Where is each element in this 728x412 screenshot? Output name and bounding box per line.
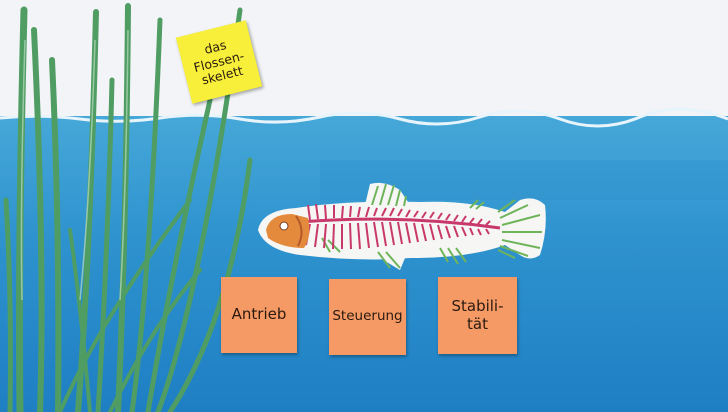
label-note-stabilitaet: Stabili- tät xyxy=(438,277,517,354)
fish-eye xyxy=(280,222,288,230)
label-note-antrieb: Antrieb xyxy=(221,277,297,353)
label-note-steuerung: Steuerung xyxy=(329,279,406,355)
